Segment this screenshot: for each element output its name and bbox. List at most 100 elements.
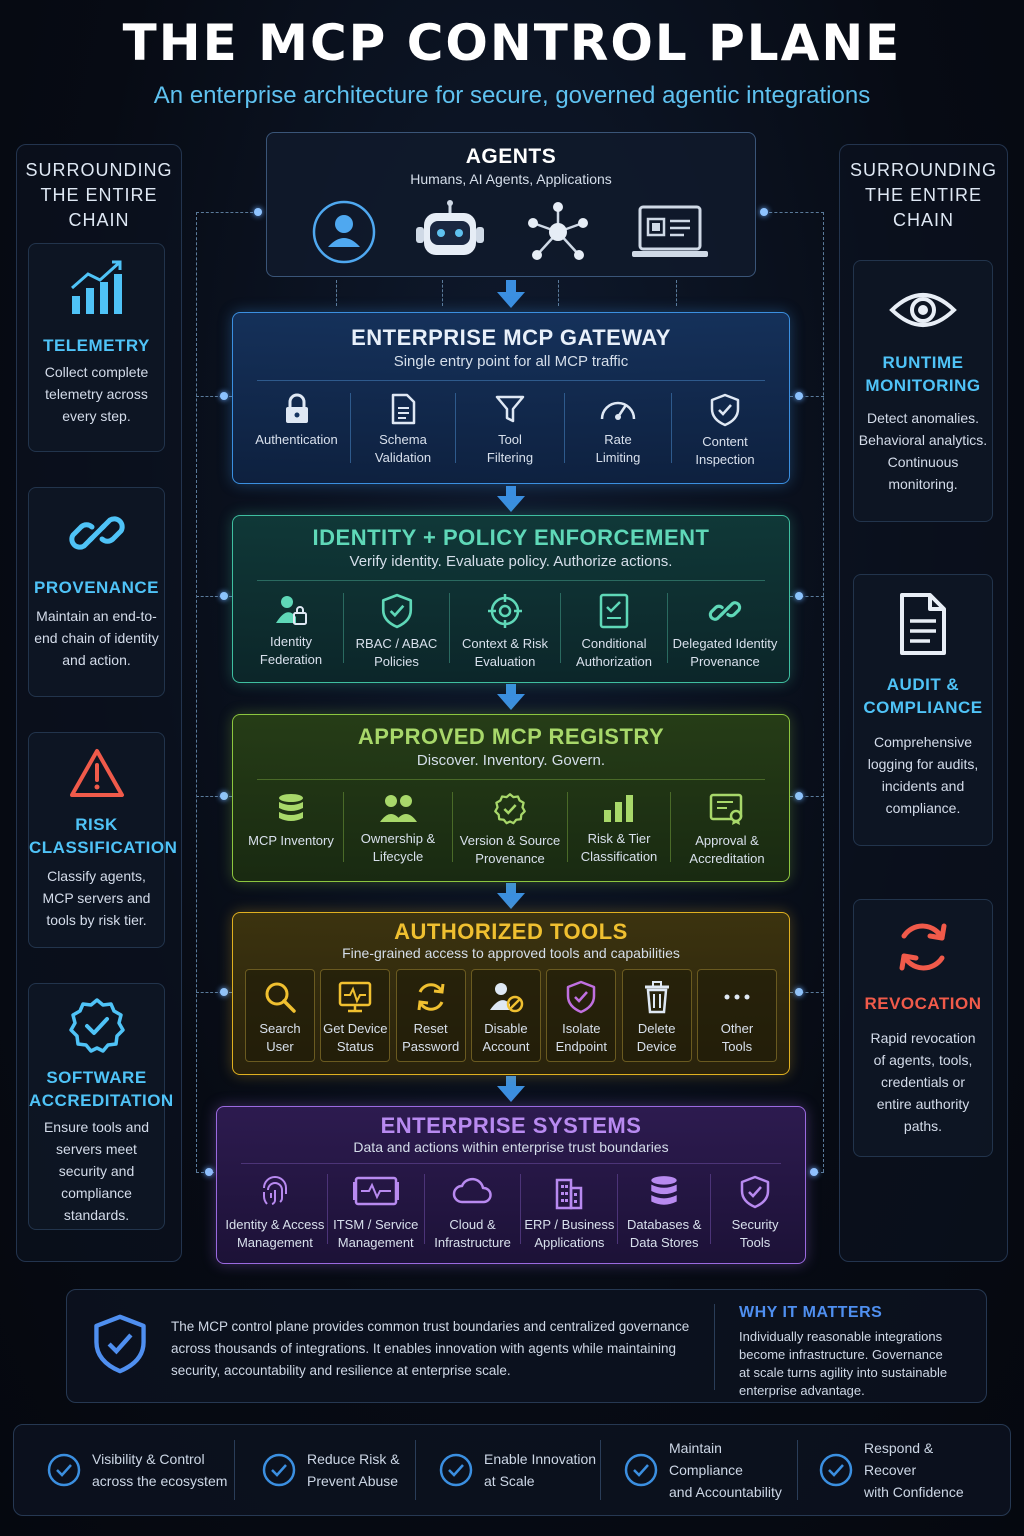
database-icon [279,794,303,821]
gateway-item-authentication: Authentication [243,393,350,469]
document-icon [900,593,946,655]
check-circle-icon [439,1453,473,1487]
warning-triangle-icon [69,749,124,797]
gateway-subtitle: Single entry point for all MCP traffic [393,353,629,370]
agents-subtitle: Humans, AI Agents, Applications [410,171,612,187]
tools-subtitle: Fine-grained access to approved tools an… [342,945,680,961]
fingerprint-icon [262,1176,287,1205]
tie-line-left-gateway [196,396,232,397]
server-icon [352,1176,399,1206]
registry-item-inventory: MCP Inventory [239,792,343,868]
trash-icon [644,981,669,1014]
agents-box: AGENTS Humans, AI Agents, Applications [266,132,756,277]
laptop-icon [631,205,708,257]
connector-dot [795,792,803,800]
cloud-icon [452,1177,492,1204]
connector-dot [760,208,768,216]
provenance-title: PROVENANCE [34,578,159,597]
system-databases: Databases &Data Stores [618,1174,710,1252]
check-circle-icon [47,1453,81,1487]
summary-box: The MCP control plane provides common tr… [66,1289,987,1403]
benefit-divider [234,1440,235,1500]
tie-line-left-registry [196,796,232,797]
agents-title: AGENTS [465,145,557,168]
tools-title: AUTHORIZED TOOLS [394,919,628,944]
risk-classification-desc: Classify agents, MCP servers and tools b… [42,868,151,928]
systems-title: ENTERPRISE SYSTEMS [380,1113,642,1138]
connector-dot [795,592,803,600]
provenance-card: PROVENANCE Maintain an end-to- end chain… [28,487,165,697]
tie-line-right-identity [790,596,824,597]
agent-drop-line [442,280,443,306]
connector-dot [220,392,228,400]
flow-arrow [497,1076,525,1102]
connector-dot [254,208,262,216]
building-icon [556,1178,583,1210]
badge-check-icon [494,793,526,825]
database-icon [651,1176,677,1205]
left-column-heading: SURROUNDING THE ENTIRE CHAIN [25,160,173,230]
runtime-monitoring-title: RUNTIME MONITORING [865,353,981,395]
authorized-tools-layer: AUTHORIZED TOOLS Fine-grained access to … [232,912,790,1075]
identity-title: IDENTITY + POLICY ENFORCEMENT [312,525,710,550]
revocation-desc: Rapid revocation of agents, tools, crede… [870,1030,976,1134]
link-icon [708,601,742,621]
network-icon [527,202,588,260]
agent-drop-line [558,280,559,306]
file-icon [391,393,416,425]
search-icon [265,982,296,1013]
badge-check-icon [68,998,125,1053]
shield-check-icon [94,1314,146,1374]
page-subtitle: An enterprise architecture for secure, g… [153,82,871,109]
shield-check-icon [567,980,596,1014]
software-accreditation-card: SOFTWARE ACCREDITATION Ensure tools and … [28,983,173,1230]
connector-dot [220,792,228,800]
audit-compliance-card: AUDIT & COMPLIANCE Comprehensive logging… [853,574,993,846]
reset-icon [417,983,445,1011]
registry-layer: APPROVED MCP REGISTRY Discover. Inventor… [232,714,790,882]
risk-classification-card: RISK CLASSIFICATION Classify agents, MCP… [28,732,178,948]
benefit-divider [600,1440,601,1500]
users-icon [380,795,417,822]
monitor-pulse-icon [339,981,372,1013]
tie-line-right-gateway [790,396,824,397]
telemetry-desc: Collect complete telemetry across every … [44,364,149,424]
connector-dot [795,392,803,400]
shield-check-icon [740,1175,770,1209]
benefit-divider [415,1440,416,1500]
shield-check-icon [710,393,740,427]
right-dashed-connector [764,212,824,1172]
identity-policy-layer: IDENTITY + POLICY ENFORCEMENT Verify ide… [232,515,790,683]
flow-arrow [497,684,525,710]
gauge-icon [600,401,636,420]
flow-arrow [497,883,525,909]
risk-classification-title: RISK CLASSIFICATION [29,815,178,857]
agent-drop-line [336,280,337,306]
connector-dot [205,1168,213,1176]
check-circle-icon [262,1453,296,1487]
summary-divider [714,1304,715,1390]
right-column-heading: SURROUNDING THE ENTIRE CHAIN [849,160,997,230]
audit-compliance-title: AUDIT & COMPLIANCE [863,675,983,717]
shield-check-icon [381,593,412,629]
lock-icon [285,393,308,423]
runtime-monitoring-desc: Detect anomalies. Behavioral analytics. … [858,410,988,492]
revocation-card: REVOCATION Rapid revocation of agents, t… [853,899,993,1157]
